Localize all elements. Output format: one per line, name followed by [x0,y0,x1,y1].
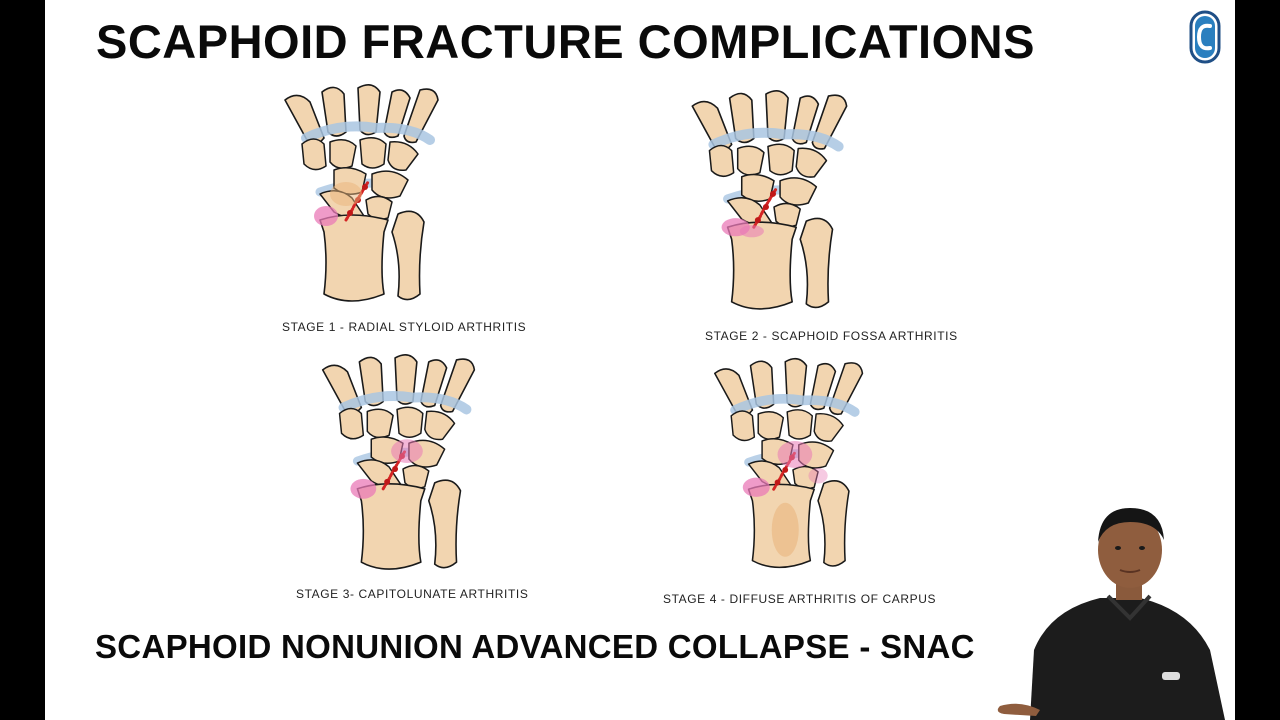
stage-4-panel [687,356,897,578]
slide: SCAPHOID FRACTURE COMPLICATIONS [45,0,1235,720]
stage-1-caption: STAGE 1 - RADIAL STYLOID ARTHRITIS [282,320,527,334]
stage-2-panel [673,88,873,320]
stage-1-panel [265,82,465,312]
stage-4-caption: STAGE 4 - DIFFUSE ARTHRITIS OF CARPUS [663,592,937,606]
stage-4-wrist-diagram [687,356,897,578]
stage-1-wrist-diagram [265,82,465,312]
stage-3-panel [297,352,507,580]
stage-3-arthritis-highlight [350,478,377,499]
stage-2-caption: STAGE 2 - SCAPHOID FOSSA ARTHRITIS [705,329,958,343]
stage-3-caption: STAGE 3- CAPITOLUNATE ARTHRITIS [296,587,529,601]
slide-subtitle: SCAPHOID NONUNION ADVANCED COLLAPSE - SN… [95,628,975,665]
stage-2-wrist-diagram [673,88,873,320]
presenter-video-overlay [997,508,1225,720]
channel-logo-icon [1189,10,1221,64]
stage-3-wrist-diagram [297,352,507,580]
slide-title: SCAPHOID FRACTURE COMPLICATIONS [96,15,1035,68]
stage-4-arthritis-highlight [742,477,770,497]
stage-1-arthritis-highlight [314,206,338,226]
